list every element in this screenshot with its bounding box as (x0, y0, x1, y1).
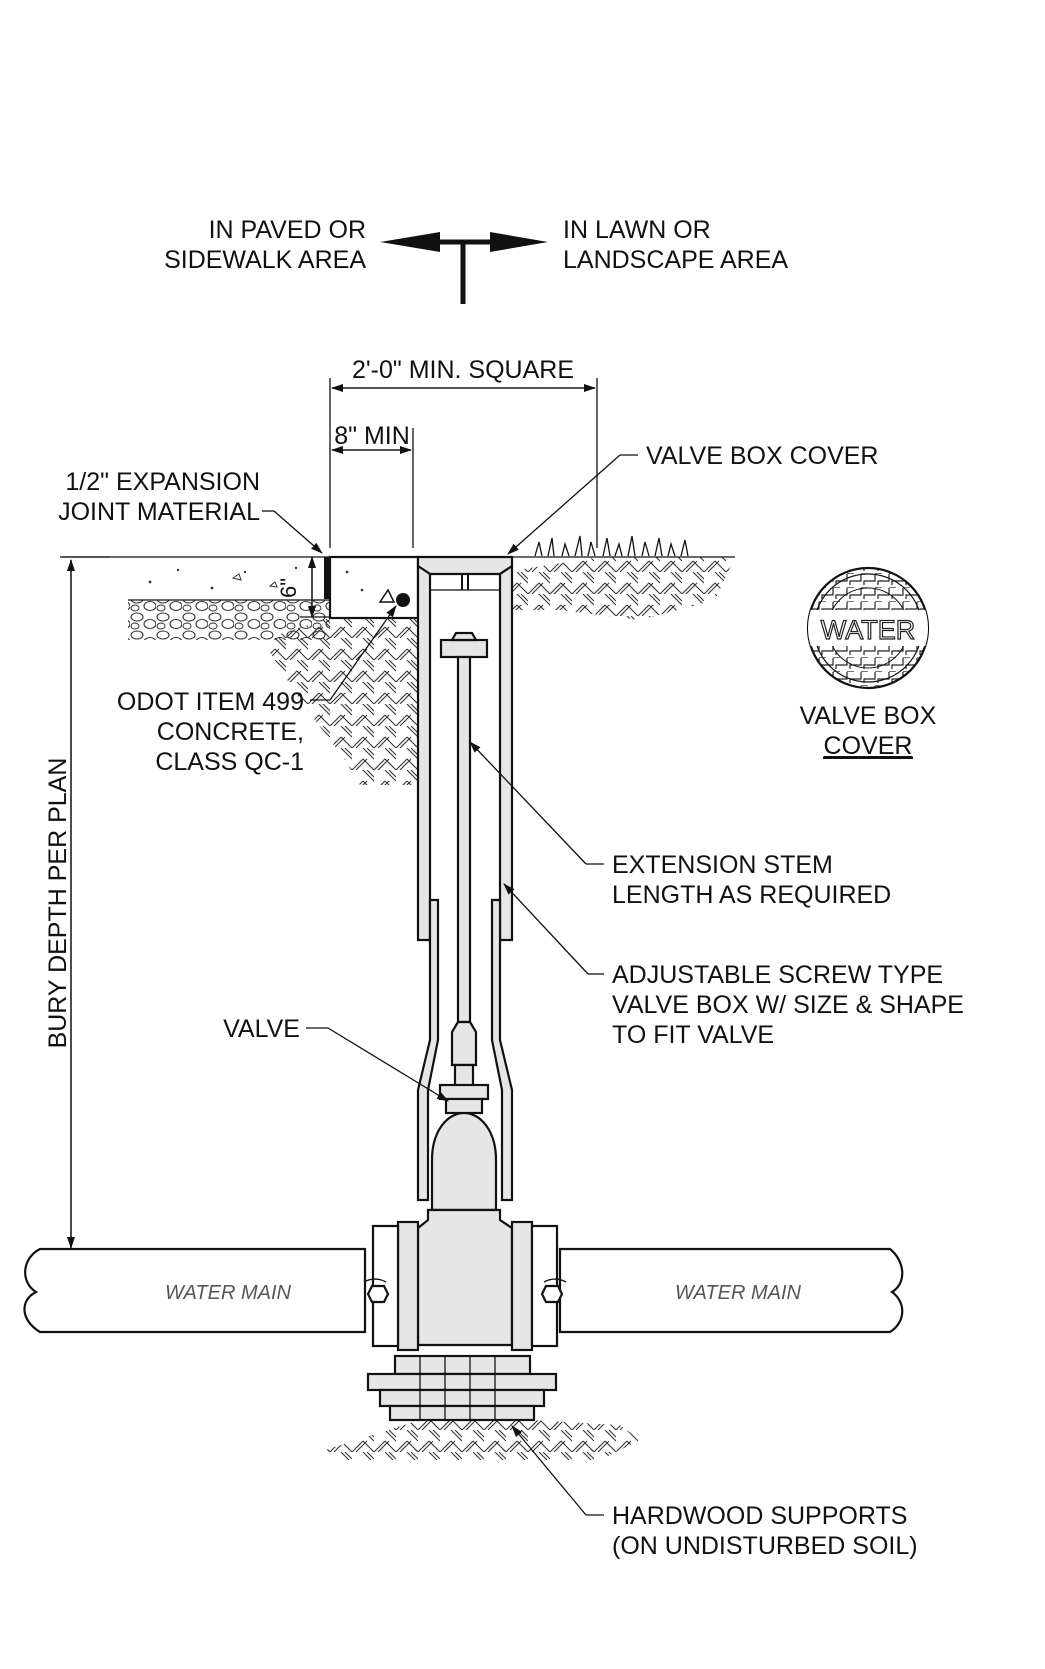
label-water-main-right: WATER MAIN (675, 1282, 801, 1304)
gate-valve (363, 1083, 567, 1352)
label-bury-depth: BURY DEPTH PER PLAN (44, 758, 72, 1049)
cover-logo-text: WATER (821, 615, 916, 645)
valve-box-cover (416, 555, 514, 590)
label-supports-1: HARDWOOD SUPPORTS (612, 1502, 907, 1530)
label-box-2: VALVE BOX W/ SIZE & SHAPE (612, 991, 964, 1019)
leader-valve-box (503, 883, 604, 975)
label-6in: 6" (276, 578, 301, 598)
label-odot-1: ODOT ITEM 499 (117, 688, 304, 716)
label-paved-area-1: IN PAVED OR (209, 216, 366, 244)
label-min-square: 2'-0" MIN. SQUARE (352, 356, 574, 384)
leader-odot-concrete (310, 605, 397, 701)
leader-extension-stem (469, 741, 604, 865)
label-cover-caption-2: COVER (824, 732, 913, 760)
dimension-8in-min (331, 428, 414, 548)
extension-stem (439, 631, 489, 1089)
label-stem-1: EXTENSION STEM (612, 851, 833, 879)
valve-box-cover-plan (806, 566, 930, 690)
area-direction-arrows (380, 232, 548, 304)
dimension-bury-depth (62, 556, 110, 1249)
leader-valve (306, 1027, 449, 1102)
label-lawn-area-2: LANDSCAPE AREA (563, 246, 788, 274)
label-supports-2: (ON UNDISTURBED SOIL) (612, 1532, 918, 1560)
label-odot-3: CLASS QC-1 (155, 748, 304, 776)
label-odot-2: CONCRETE, (157, 718, 304, 746)
label-water-main-left: WATER MAIN (165, 1282, 291, 1304)
leader-valve-box-cover (507, 454, 638, 555)
water-main-right (558, 1247, 904, 1334)
label-8in-min: 8" MIN (334, 422, 410, 450)
label-box-3: TO FIT VALVE (612, 1021, 774, 1049)
hardwood-supports (366, 1354, 558, 1422)
undisturbed-soil (262, 557, 735, 1460)
dimension-6in (300, 556, 330, 618)
label-expansion-1: 1/2" EXPANSION (65, 468, 260, 496)
label-valve-box-cover: VALVE BOX COVER (646, 442, 878, 470)
leader-hardwood-supports (511, 1425, 604, 1516)
label-stem-2: LENGTH AS REQUIRED (612, 881, 891, 909)
dimension-min-square (329, 378, 598, 548)
concrete-collar (324, 555, 420, 620)
label-lawn-area-1: IN LAWN OR (563, 216, 711, 244)
lawn-surface (505, 535, 735, 558)
label-paved-area-2: SIDEWALK AREA (164, 246, 366, 274)
label-expansion-2: JOINT MATERIAL (58, 498, 260, 526)
valve-box-lower-section (416, 898, 514, 1202)
leader-expansion-joint (262, 510, 323, 554)
label-box-1: ADJUSTABLE SCREW TYPE (612, 961, 943, 989)
water-main-left (23, 1247, 367, 1334)
label-valve: VALVE (223, 1015, 300, 1043)
label-cover-caption-1: VALVE BOX (800, 702, 937, 730)
